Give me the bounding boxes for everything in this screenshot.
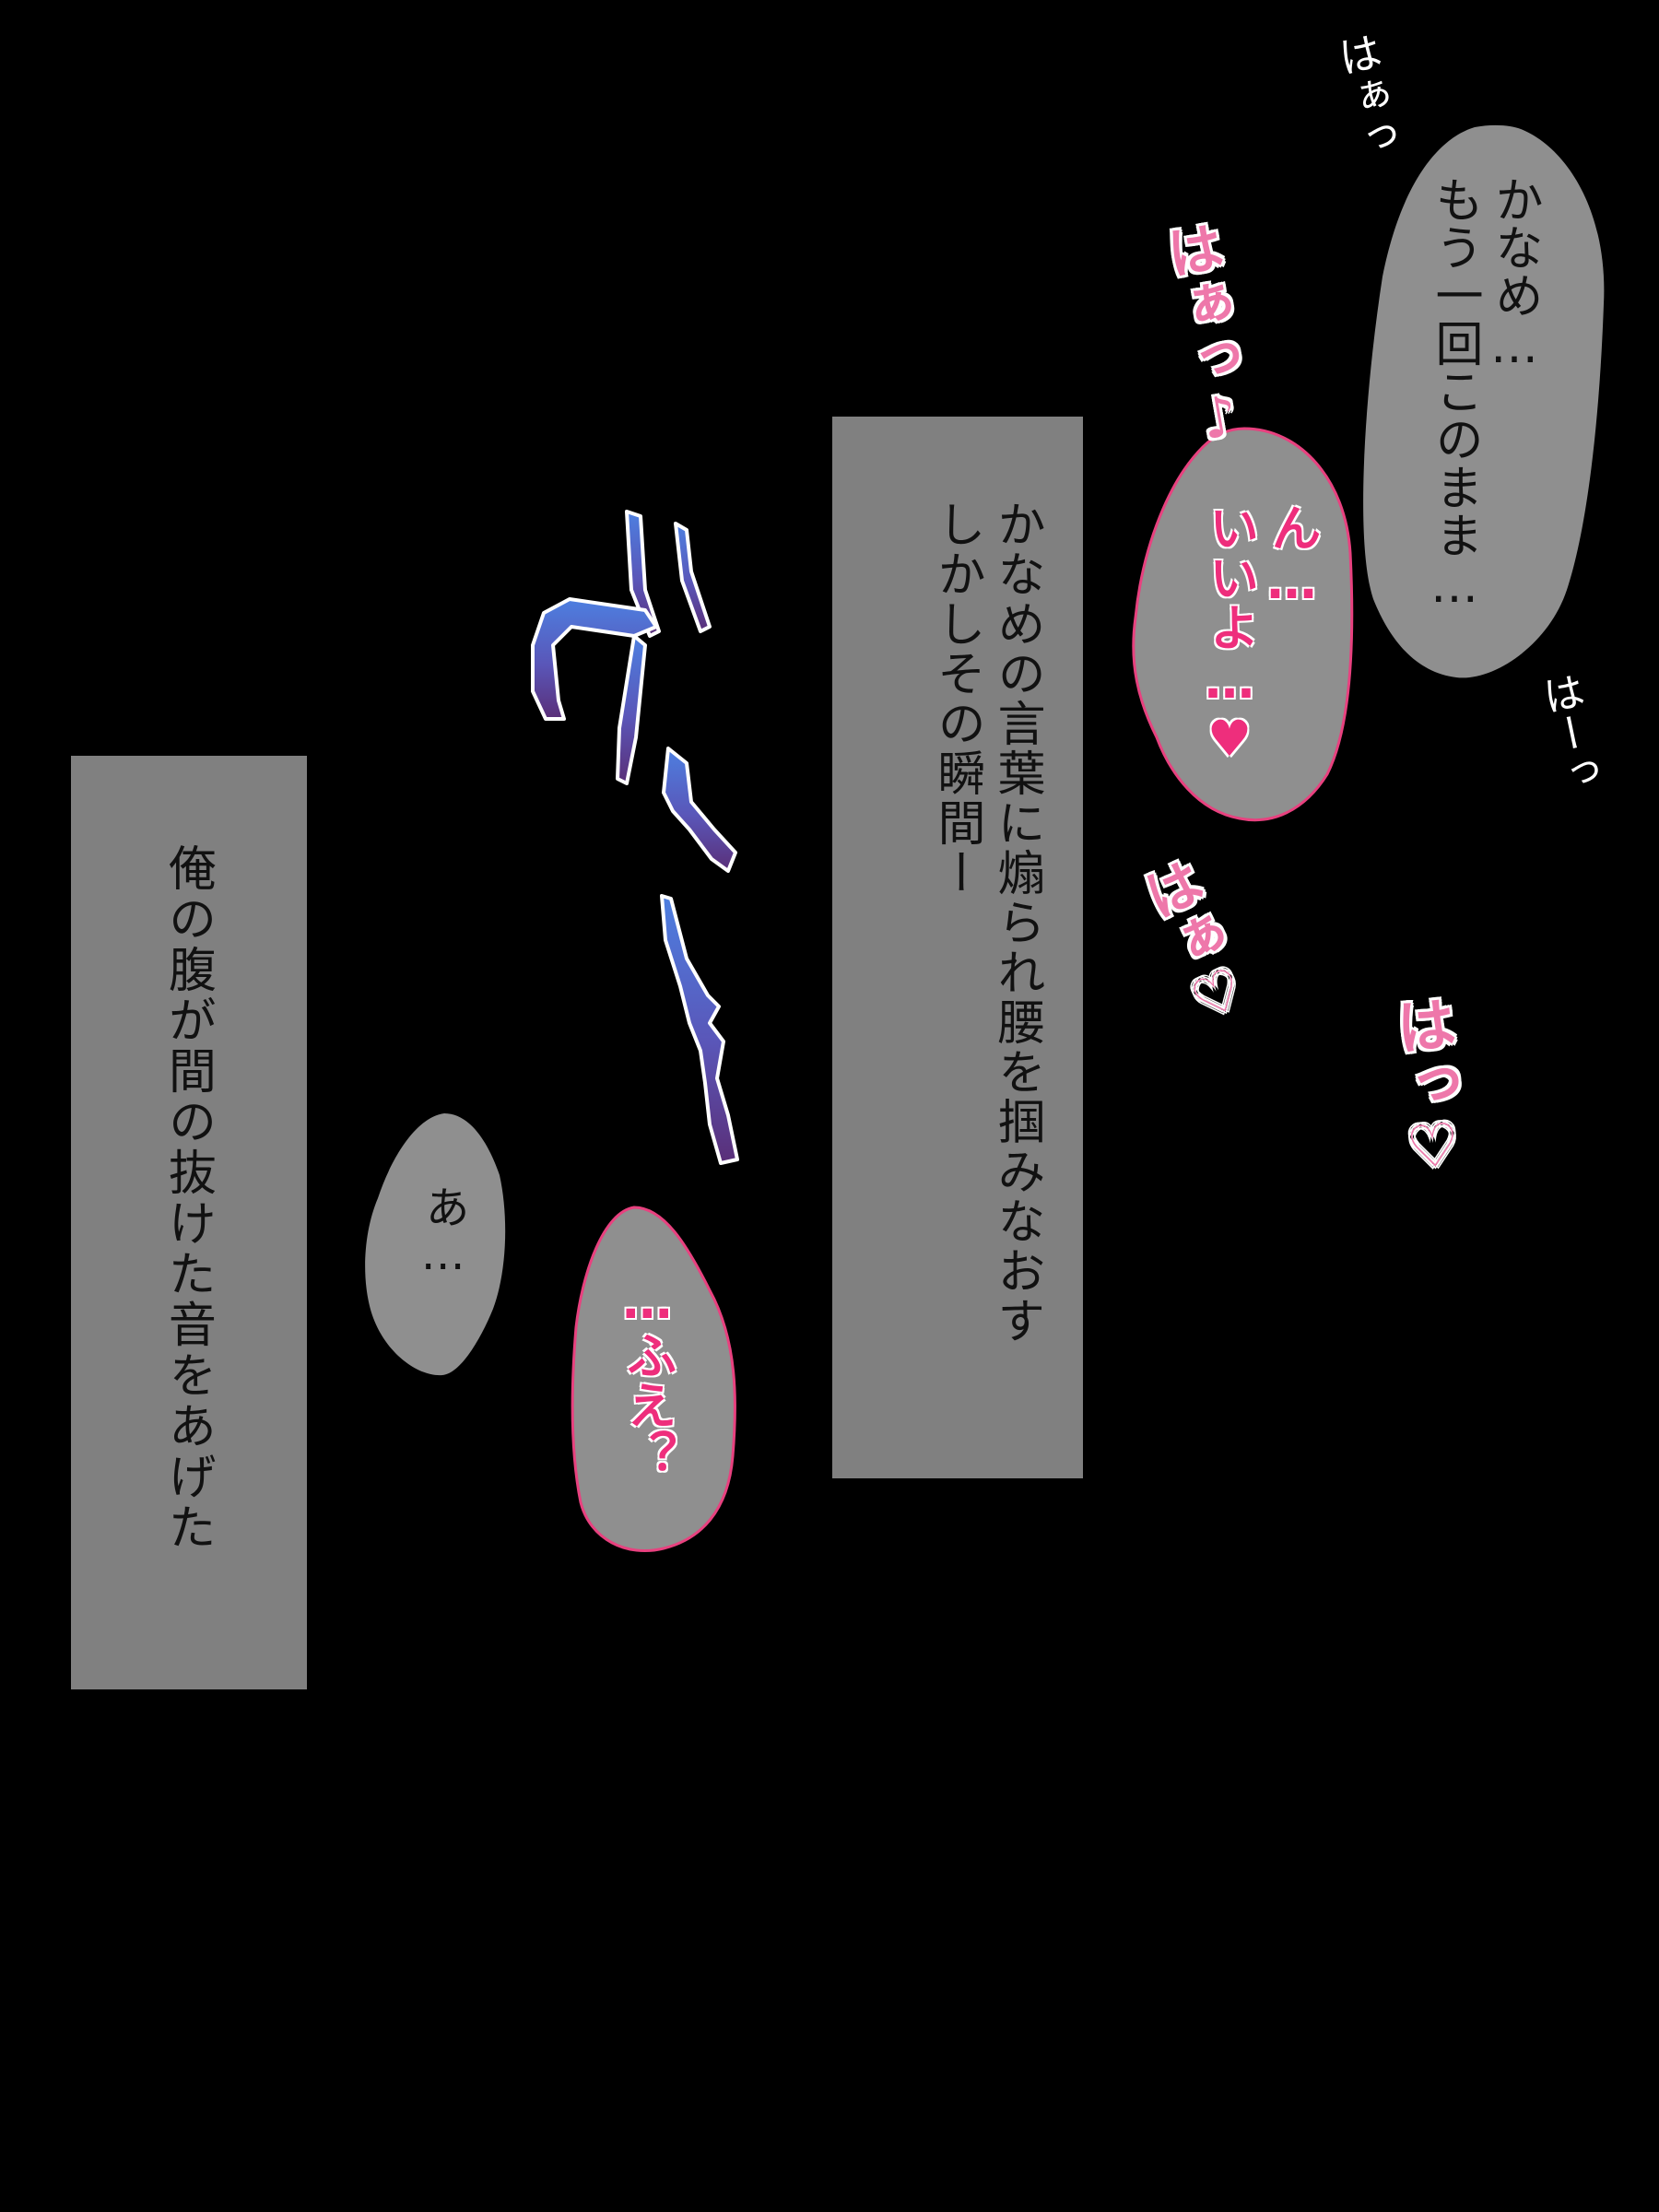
narration-box-1: かなめの言葉に煽られ腰を掴みなおす しかしその瞬間ー [832, 417, 1083, 1478]
speech-bubble-middle [1132, 427, 1354, 822]
sfx-tilde-stroke [660, 894, 739, 1165]
speech-bubble-small [365, 1113, 506, 1376]
narration-text-1: かなめの言葉に煽られ腰を掴みなおす しかしその瞬間ー [929, 500, 1044, 1346]
stomach-growl-sfx [531, 510, 739, 1165]
sfx-gu-stroke-1 [531, 597, 658, 721]
bubble-text-bottom: …ふえ？ [618, 1272, 677, 1479]
bubble-text-small: あ… [417, 1184, 469, 1280]
bubble-text-middle: ん… いいよ…♥ [1200, 502, 1322, 768]
sfx-u-stroke [662, 747, 737, 873]
sfx-dakuten-2 [674, 522, 712, 633]
narration-text-2: 俺の腹が間の抜けた音をあげた [159, 843, 216, 1553]
sfx-dakuten-1 [625, 510, 661, 638]
speech-bubble-top-right [1363, 124, 1605, 678]
speech-bubble-bottom [571, 1206, 736, 1553]
narration-box-2: 俺の腹が間の抜けた音をあげた [71, 756, 307, 1689]
sfx-gu-stroke-2 [616, 634, 647, 785]
bubble-text-top-right: かなめ… もう一回このまま… [1427, 175, 1542, 614]
